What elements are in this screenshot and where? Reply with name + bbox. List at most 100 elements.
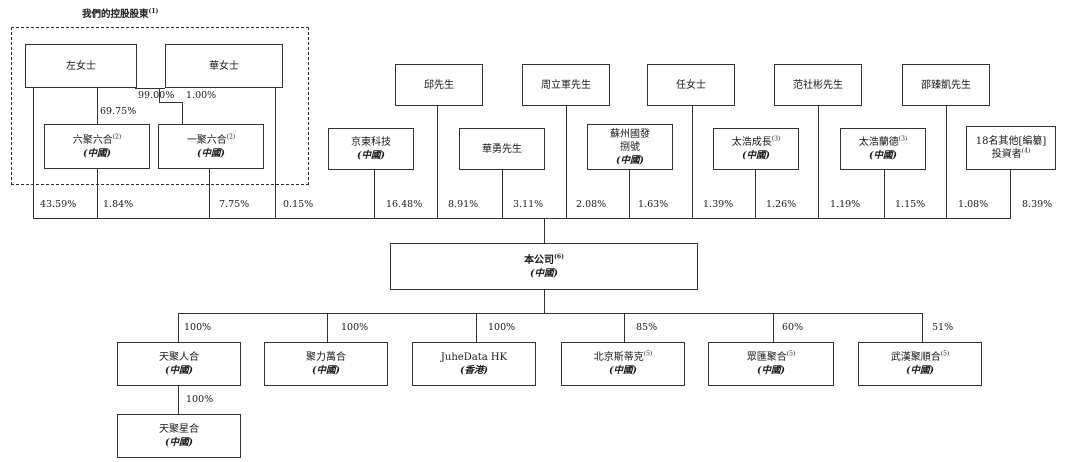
shareholder-note: (4) bbox=[1021, 147, 1031, 155]
connector bbox=[773, 313, 774, 342]
connector bbox=[946, 106, 947, 218]
shareholder-box: 太浩成長(3) (中國) bbox=[713, 128, 799, 170]
holding-pct: 16.48% bbox=[386, 199, 423, 210]
connector bbox=[327, 313, 328, 342]
connector bbox=[33, 88, 34, 218]
connector bbox=[275, 88, 276, 218]
shareholder-name: 太浩蘭德(3) bbox=[859, 136, 908, 149]
shareholder-name-text: 太浩成長 bbox=[731, 137, 772, 148]
shareholder-box: 太浩蘭德(3) (中國) bbox=[840, 128, 926, 170]
shareholder-box: 周立軍先生 bbox=[522, 64, 610, 106]
shareholder-name: 任女士 bbox=[676, 79, 706, 91]
connector bbox=[502, 170, 503, 218]
subsidiary-box: 北京斯蒂克(5) (中國) bbox=[561, 342, 685, 386]
company-sub: (中國) bbox=[530, 267, 558, 279]
shareholder-box: 邱先生 bbox=[395, 64, 483, 106]
subsidiary-name-text: 北京斯蒂克 bbox=[593, 352, 644, 363]
shareholder-box: 范社彬先生 bbox=[774, 64, 862, 106]
subsidiary-box: JuheData HK (香港) bbox=[412, 342, 536, 386]
connector bbox=[178, 313, 922, 314]
connector bbox=[544, 290, 545, 313]
connector bbox=[182, 102, 183, 124]
subsidiary-sub: (中國) bbox=[609, 365, 637, 376]
holding-pct: 1.26% bbox=[766, 199, 797, 210]
connector bbox=[159, 102, 183, 103]
shareholder-name: 18名其他[編纂] bbox=[975, 136, 1047, 147]
connector bbox=[97, 169, 98, 218]
subsidiary-box: 天聚人合 (中國) bbox=[117, 342, 241, 386]
shareholder-box: 華勇先生 bbox=[459, 128, 545, 170]
connector bbox=[1010, 170, 1011, 218]
controller-name: 華女士 bbox=[209, 60, 239, 72]
shareholder-box: 蘇州國發 捌號 (中國) bbox=[587, 124, 673, 170]
subsidiary-name: 北京斯蒂克(5) bbox=[594, 351, 653, 364]
connector bbox=[566, 106, 567, 218]
intermediate-name: 六聚六合(2) bbox=[73, 134, 122, 147]
shareholder-name-line2-text: 投資者 bbox=[991, 149, 1022, 160]
inner-pct: 69.75% bbox=[100, 106, 137, 117]
subsidiary-name: 眾匯聚合(5) bbox=[747, 351, 796, 364]
shareholder-box: 18名其他[編纂] 投資者(4) bbox=[966, 126, 1056, 170]
subsidiary-name: 武漢聚順合(5) bbox=[891, 351, 950, 364]
inner-pct: 1.00% bbox=[186, 90, 217, 101]
company-box: 本公司(6) (中國) bbox=[390, 243, 698, 290]
grandchild-sub: (中國) bbox=[165, 437, 193, 448]
grandchild-name: 天聚星合 bbox=[159, 424, 199, 435]
shareholder-box: 邵臻凱先生 bbox=[902, 64, 990, 106]
company-name: 本公司(6) bbox=[524, 254, 564, 267]
holding-pct: 7.75% bbox=[219, 199, 250, 210]
connector bbox=[178, 313, 179, 342]
shareholder-sub: (中國) bbox=[869, 150, 897, 161]
intermediate-note: (2) bbox=[226, 133, 236, 141]
connector bbox=[374, 170, 375, 218]
shareholder-sub: (中國) bbox=[742, 150, 770, 161]
group-title: 我們的控股股東(1) bbox=[82, 6, 158, 20]
connector bbox=[135, 88, 165, 89]
intermediate-name-text: 一聚六合 bbox=[186, 134, 227, 146]
shareholder-name-text: 太浩蘭德 bbox=[858, 137, 899, 148]
subsidiary-box: 眾匯聚合(5) (中國) bbox=[708, 342, 834, 386]
shareholder-name-line2: 投資者(4) bbox=[992, 148, 1031, 161]
subsidiary-sub: (香港) bbox=[460, 365, 488, 376]
holding-pct: 43.59% bbox=[40, 199, 77, 210]
shareholder-sub: (中國) bbox=[357, 150, 385, 161]
subsidiary-pct: 51% bbox=[932, 322, 954, 333]
shareholder-name: 京東科技 bbox=[351, 137, 391, 148]
intermediate-sub: (中國) bbox=[197, 147, 225, 159]
connector bbox=[884, 170, 885, 218]
subsidiary-box: 聚力萬合 (中國) bbox=[264, 342, 388, 386]
connector bbox=[209, 169, 210, 218]
subsidiary-name: 聚力萬合 bbox=[306, 352, 346, 363]
subsidiary-note: (5) bbox=[940, 350, 950, 358]
grandchild-box: 天聚星合 (中國) bbox=[117, 414, 241, 458]
holding-pct: 1.84% bbox=[103, 199, 134, 210]
shareholder-name-line2: 捌號 bbox=[620, 141, 640, 153]
shareholder-name: 范社彬先生 bbox=[793, 79, 843, 91]
shareholder-note: (3) bbox=[771, 135, 781, 143]
subsidiary-sub: (中國) bbox=[906, 365, 934, 376]
inner-pct: 99.00% bbox=[138, 90, 175, 101]
grandchild-pct: 100% bbox=[186, 394, 214, 405]
controller-box: 華女士 bbox=[165, 44, 283, 88]
holding-pct: 3.11% bbox=[513, 199, 544, 210]
subsidiary-box: 武漢聚順合(5) (中國) bbox=[858, 342, 982, 386]
holding-pct: 1.39% bbox=[703, 199, 734, 210]
connector bbox=[33, 218, 1011, 219]
holding-pct: 1.15% bbox=[895, 199, 926, 210]
holding-pct: 1.08% bbox=[958, 199, 989, 210]
subsidiary-name: 天聚人合 bbox=[159, 352, 199, 363]
intermediate-note: (2) bbox=[112, 133, 122, 141]
holding-pct: 1.19% bbox=[830, 199, 861, 210]
shareholder-name: 邱先生 bbox=[424, 79, 454, 91]
connector bbox=[159, 88, 160, 102]
subsidiary-sub: (中國) bbox=[312, 365, 340, 376]
shareholder-name: 華勇先生 bbox=[482, 143, 522, 155]
subsidiary-name-text: 眾匯聚合 bbox=[746, 352, 787, 363]
company-note: (6) bbox=[554, 253, 564, 261]
holding-pct: 8.91% bbox=[448, 199, 479, 210]
subsidiary-sub: (中國) bbox=[757, 365, 785, 376]
intermediate-box: 六聚六合(2) (中國) bbox=[44, 124, 150, 169]
connector bbox=[624, 313, 625, 342]
intermediate-box: 一聚六合(2) (中國) bbox=[158, 124, 264, 169]
